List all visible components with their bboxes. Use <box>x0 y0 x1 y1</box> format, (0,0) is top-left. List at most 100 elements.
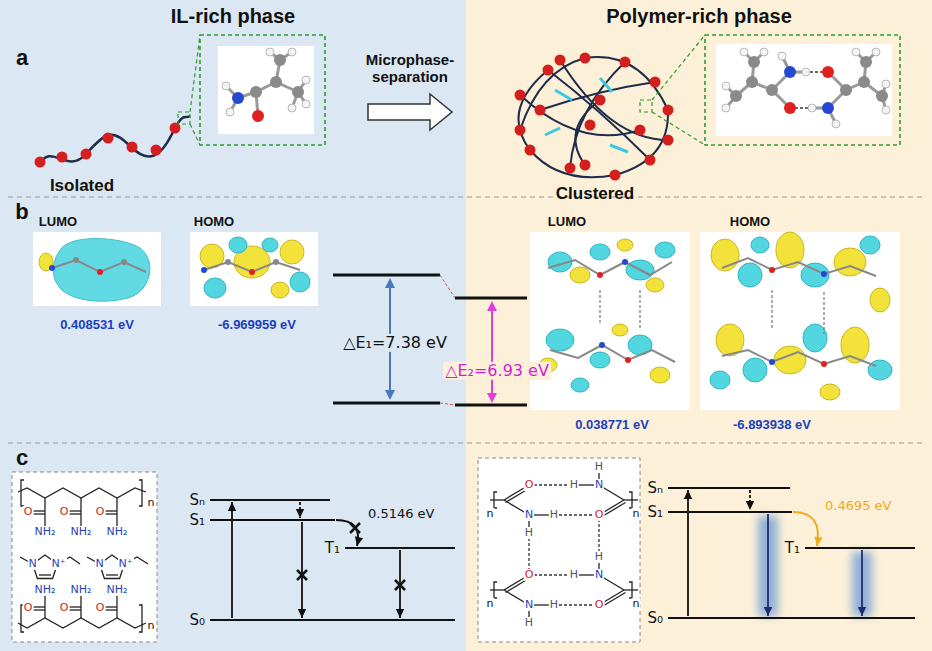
state-label: T₁ <box>785 540 800 557</box>
atom-label: NH₂ <box>70 526 93 538</box>
polymer-cluster <box>610 170 621 181</box>
hydrogen-bond-dash <box>554 514 599 515</box>
zoom-leader <box>190 124 200 145</box>
monomer-model <box>218 46 314 134</box>
hydrogen-bond <box>600 78 612 92</box>
atom-label: NH₂ <box>34 584 57 596</box>
orbital-name: LUMO <box>548 215 586 230</box>
orbital-plot <box>53 239 150 302</box>
arrow-head <box>298 609 306 618</box>
atom-label: O <box>524 569 535 581</box>
orbital-plot <box>600 290 640 328</box>
orbital-plot <box>229 237 247 253</box>
orbital-plot <box>548 260 672 275</box>
dimer-model <box>840 84 852 96</box>
dimer-model <box>746 76 758 88</box>
polymer-cluster <box>548 70 650 160</box>
chemical-structure <box>494 492 497 508</box>
hydrogen-bond-dash <box>529 574 574 575</box>
transition-arrow <box>396 550 404 618</box>
orbital-plot <box>121 259 127 265</box>
atom-label: H <box>549 509 559 521</box>
transition-arrow <box>746 490 754 510</box>
polymer-cluster <box>518 57 668 177</box>
structure-box <box>12 458 640 642</box>
atom-label: O <box>23 506 34 518</box>
energy-level-line <box>333 275 527 405</box>
orbital-plot <box>249 269 255 275</box>
chemical-structure <box>139 605 142 632</box>
polymer-cluster <box>515 90 526 101</box>
atom-label: H <box>524 617 534 629</box>
dimer-model <box>832 120 840 128</box>
orbital-energy: -6.893938 eV <box>733 418 811 433</box>
atom-label: N⁺ <box>50 558 66 570</box>
orbital-plot <box>49 265 55 271</box>
state-label: S₀ <box>647 610 663 627</box>
dimer-model <box>784 102 796 114</box>
hydrogen-bond <box>545 78 628 152</box>
zoom-leader <box>652 112 705 145</box>
repeat-index: n <box>632 598 641 610</box>
monomer-model <box>250 86 262 98</box>
orbital-plot <box>722 258 876 276</box>
zoom-leader <box>190 35 200 112</box>
orbital-plot <box>73 257 79 263</box>
energy-level: S₀ <box>668 617 915 619</box>
forbidden-mark <box>297 523 405 590</box>
chemical-structure <box>80 498 81 512</box>
transition-line <box>687 490 689 616</box>
polymer-cluster <box>663 105 674 116</box>
gap-arrow <box>385 278 395 288</box>
zoom-leader <box>178 112 190 124</box>
polymer-cluster <box>555 55 566 66</box>
arrow-head <box>296 509 304 518</box>
arrow-head <box>764 607 772 616</box>
dimer-model <box>726 52 886 124</box>
gap-arrow <box>385 390 395 400</box>
energy-level-line <box>455 297 527 300</box>
polymer-chain <box>35 157 46 168</box>
transition-arrow <box>296 502 304 518</box>
energy-level: Sₙ <box>210 499 330 501</box>
dimer-model <box>822 102 834 114</box>
phase-ground <box>466 0 932 651</box>
monomer-model <box>222 48 310 116</box>
polymer-cluster <box>645 155 656 166</box>
panel-letter: c <box>16 445 28 470</box>
orbital-plot <box>597 272 603 278</box>
atom-label: O <box>59 506 70 518</box>
emission-glow <box>758 516 872 616</box>
dimer-model <box>740 48 748 56</box>
atom-label: O <box>594 599 605 611</box>
polymer-cluster <box>535 105 546 116</box>
panel-letter: b <box>15 199 28 224</box>
chemical-structure <box>490 589 504 590</box>
panel-letter: a <box>16 45 28 70</box>
orbital-plot <box>722 350 876 366</box>
orbital-plot <box>200 240 304 298</box>
atom-label: H <box>569 569 579 581</box>
transition-line <box>301 522 303 618</box>
panel-divider <box>8 197 924 443</box>
repeat-index: n <box>147 497 156 509</box>
panel-title: IL-rich phase <box>0 5 466 28</box>
atom-label: O <box>23 602 34 614</box>
transition-arrow <box>858 550 866 616</box>
polymer-cluster <box>650 77 661 88</box>
polymer-chain <box>81 149 92 160</box>
level-shift-line <box>440 403 455 405</box>
atom-label: NH₂ <box>34 526 57 538</box>
polymer-chain <box>35 123 181 168</box>
polymer-chain <box>57 152 68 163</box>
gap-arrow <box>491 308 493 396</box>
dimer-model <box>802 68 810 76</box>
state-label: S₁ <box>647 504 663 521</box>
monomer-model <box>252 110 264 122</box>
orbital-plot <box>550 345 675 362</box>
atom-label: N <box>524 509 534 521</box>
orbital-plot <box>821 271 827 277</box>
orbital-energy: -6.969959 eV <box>218 318 296 333</box>
